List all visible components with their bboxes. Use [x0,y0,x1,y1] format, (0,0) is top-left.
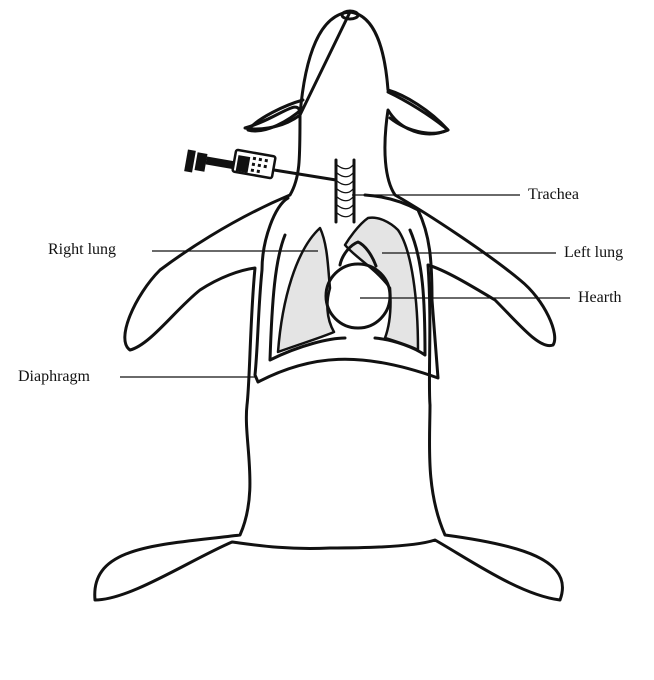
right-ear [388,92,448,133]
syringe-icon [184,149,336,180]
label-hearth: Hearth [578,290,622,306]
label-right-lung: Right lung [48,242,116,258]
label-left-lung: Left lung [564,245,623,261]
label-diaphragm: Diaphragm [18,369,90,385]
heart [326,264,390,328]
trachea [336,160,354,222]
left-lung [345,218,418,350]
label-trachea: Trachea [528,187,579,203]
